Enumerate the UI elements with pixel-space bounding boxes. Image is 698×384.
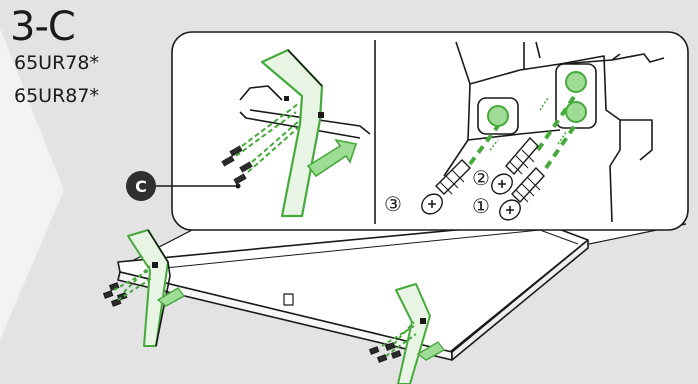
screw-hole-3 xyxy=(488,106,508,126)
screw-order-mark: ③ xyxy=(384,194,402,214)
screw-order-mark: ② xyxy=(472,168,490,188)
left-screws xyxy=(104,283,127,306)
model-label: 65UR87* xyxy=(14,85,99,107)
screw-hole-1 xyxy=(566,102,586,122)
screw-hole-2 xyxy=(566,72,586,92)
step-label: 3-C xyxy=(10,6,75,48)
screw-order-mark: ① xyxy=(472,196,490,216)
chevron-shape-main xyxy=(0,28,64,384)
tv-port xyxy=(284,294,293,305)
part-leader-dot xyxy=(236,184,241,189)
model-label: 65UR78* xyxy=(14,52,99,74)
part-badge-label: C xyxy=(135,177,147,196)
